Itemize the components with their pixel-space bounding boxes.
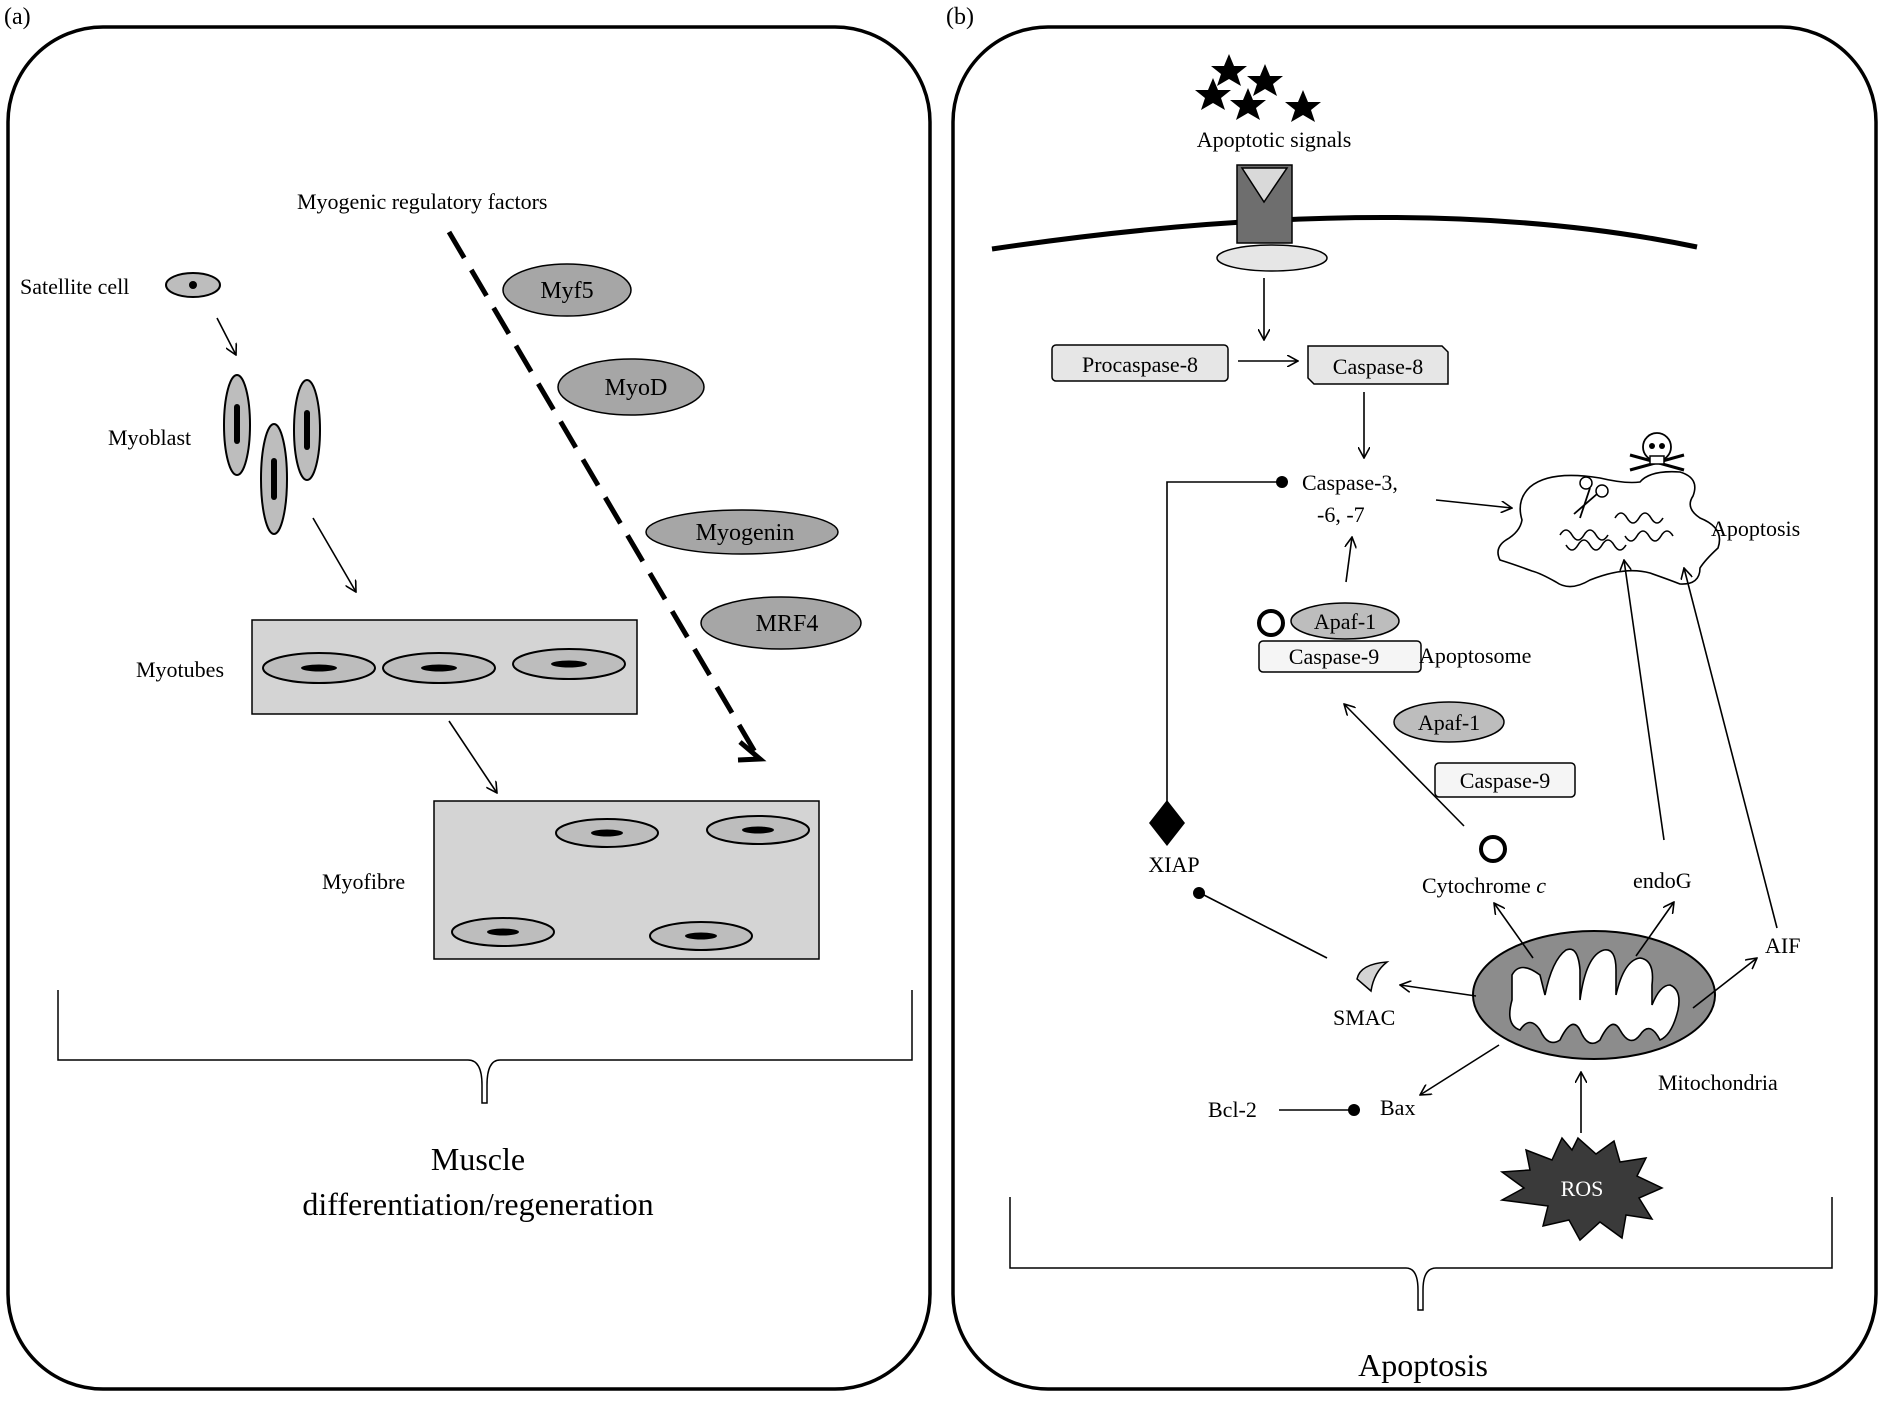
caption-a-line1: Muscle xyxy=(431,1141,525,1177)
arrow-mito-cytochrome xyxy=(1494,903,1534,959)
satellite-cell-label: Satellite cell xyxy=(20,274,129,299)
ros-burst: ROS xyxy=(1499,1136,1664,1242)
arrow-myotubes-myofibre xyxy=(448,720,497,793)
myoblast-label: Myoblast xyxy=(108,425,191,450)
panel-b-frame xyxy=(951,25,1878,1391)
factor-myf5: Myf5 xyxy=(502,263,632,317)
factor-myod: MyoD xyxy=(557,358,705,416)
apoptotic-cell xyxy=(1497,470,1721,588)
xiap-label: XIAP xyxy=(1148,852,1199,877)
cell-membrane xyxy=(991,215,1698,252)
apoptosome-apaf1-label: Apaf-1 xyxy=(1314,609,1376,634)
brace-a xyxy=(57,990,913,1104)
factor-myogenin-label: Myogenin xyxy=(696,520,795,546)
apaf1-free-label: Apaf-1 xyxy=(1418,710,1480,735)
death-receptor xyxy=(1216,164,1328,272)
arrow-aif-apoptosis xyxy=(1684,568,1778,929)
arrow-endog-apoptosis xyxy=(1624,560,1665,841)
procaspase8-box: Procaspase-8 xyxy=(1051,344,1229,382)
arrow-satellite-myoblast xyxy=(216,317,236,355)
myotubes-label: Myotubes xyxy=(136,657,224,682)
caspase3-label-line2: -6, -7 xyxy=(1317,502,1365,527)
skull-crossbones-icon xyxy=(1629,432,1685,472)
myotube-cells xyxy=(262,648,626,684)
cytochrome-c-icon xyxy=(1479,835,1507,863)
arrow-apoptosome-caspase3 xyxy=(1346,537,1352,583)
arrow-mito-endog xyxy=(1635,902,1674,957)
smac-inhibit-line xyxy=(1199,892,1328,959)
arrow-myoblast-myotubes xyxy=(312,517,356,592)
xiap-inhibit-dot xyxy=(1276,476,1288,488)
apoptosis-cell-label: Apoptosis xyxy=(1711,516,1800,541)
factor-myod-label: MyoD xyxy=(605,375,668,401)
smac-label: SMAC xyxy=(1333,1005,1395,1030)
apoptosome-caspase9-label: Caspase-9 xyxy=(1289,644,1379,669)
bcl2-label: Bcl-2 xyxy=(1208,1097,1257,1122)
factor-myogenin: Myogenin xyxy=(645,509,839,555)
mrf-dashed-arrow xyxy=(446,230,758,754)
caption-b: Apoptosis xyxy=(1358,1347,1488,1383)
factor-myf5-label: Myf5 xyxy=(540,278,593,304)
smac-inhibit-dot xyxy=(1193,887,1205,899)
arrow-mito-smac xyxy=(1400,985,1477,997)
bax-label: Bax xyxy=(1380,1095,1415,1120)
procaspase8-label: Procaspase-8 xyxy=(1082,352,1198,377)
apoptotic-signals-label: Apoptotic signals xyxy=(1197,127,1352,152)
arrow-mito-aif xyxy=(1692,958,1757,1009)
arrow-cytochrome-apoptosome xyxy=(1344,704,1465,827)
caspase3-label-line1: Caspase-3, xyxy=(1302,470,1398,495)
apoptosome: Apaf-1 Caspase-9 xyxy=(1257,602,1422,673)
cytochrome-label: Cytochrome c xyxy=(1422,873,1546,898)
mitochondria-label: Mitochondria xyxy=(1658,1070,1778,1095)
caspase9-free-label: Caspase-9 xyxy=(1460,768,1550,793)
caption-a-line2: differentiation/regeneration xyxy=(302,1186,653,1222)
caspase9-free: Caspase-9 xyxy=(1434,762,1576,798)
apoptosome-label: Apoptosome xyxy=(1419,643,1531,668)
arrow-caspase3-apoptosis xyxy=(1435,499,1512,508)
satellite-cell xyxy=(165,272,221,298)
apoptotic-signal-stars xyxy=(1195,54,1321,122)
ros-label: ROS xyxy=(1561,1176,1604,1201)
factor-mrf4-label: MRF4 xyxy=(756,611,819,637)
aif-label: AIF xyxy=(1765,933,1800,958)
arrow-mito-bax xyxy=(1420,1044,1500,1095)
panel-a-frame xyxy=(6,25,932,1391)
xiap-diamond xyxy=(1149,800,1185,846)
apaf1-free: Apaf-1 xyxy=(1393,701,1505,743)
myofibre-label: Myofibre xyxy=(322,869,405,894)
smac-icon xyxy=(1356,961,1390,993)
xiap-inhibit-line xyxy=(1166,481,1282,808)
brace-b xyxy=(1009,1197,1833,1311)
mitochondria xyxy=(1472,930,1716,1060)
scissors-icon xyxy=(1573,476,1609,519)
caspase8-label: Caspase-8 xyxy=(1333,354,1423,379)
cytochrome-label-text: Cytochrome xyxy=(1422,873,1531,898)
myoblast-cells xyxy=(223,374,321,535)
myofibre-cells xyxy=(451,815,810,951)
cytochrome-c-letter: c xyxy=(1536,873,1546,898)
mrf-arrowhead xyxy=(737,740,767,763)
panel-a-label: (a) xyxy=(4,4,31,30)
panel-b-label: (b) xyxy=(946,4,974,30)
caspase8-box: Caspase-8 xyxy=(1307,345,1449,385)
mrf-header: Myogenic regulatory factors xyxy=(297,189,547,214)
factor-mrf4: MRF4 xyxy=(700,596,862,650)
bcl2-inhibit-dot xyxy=(1348,1104,1360,1116)
endog-label: endoG xyxy=(1633,868,1692,893)
